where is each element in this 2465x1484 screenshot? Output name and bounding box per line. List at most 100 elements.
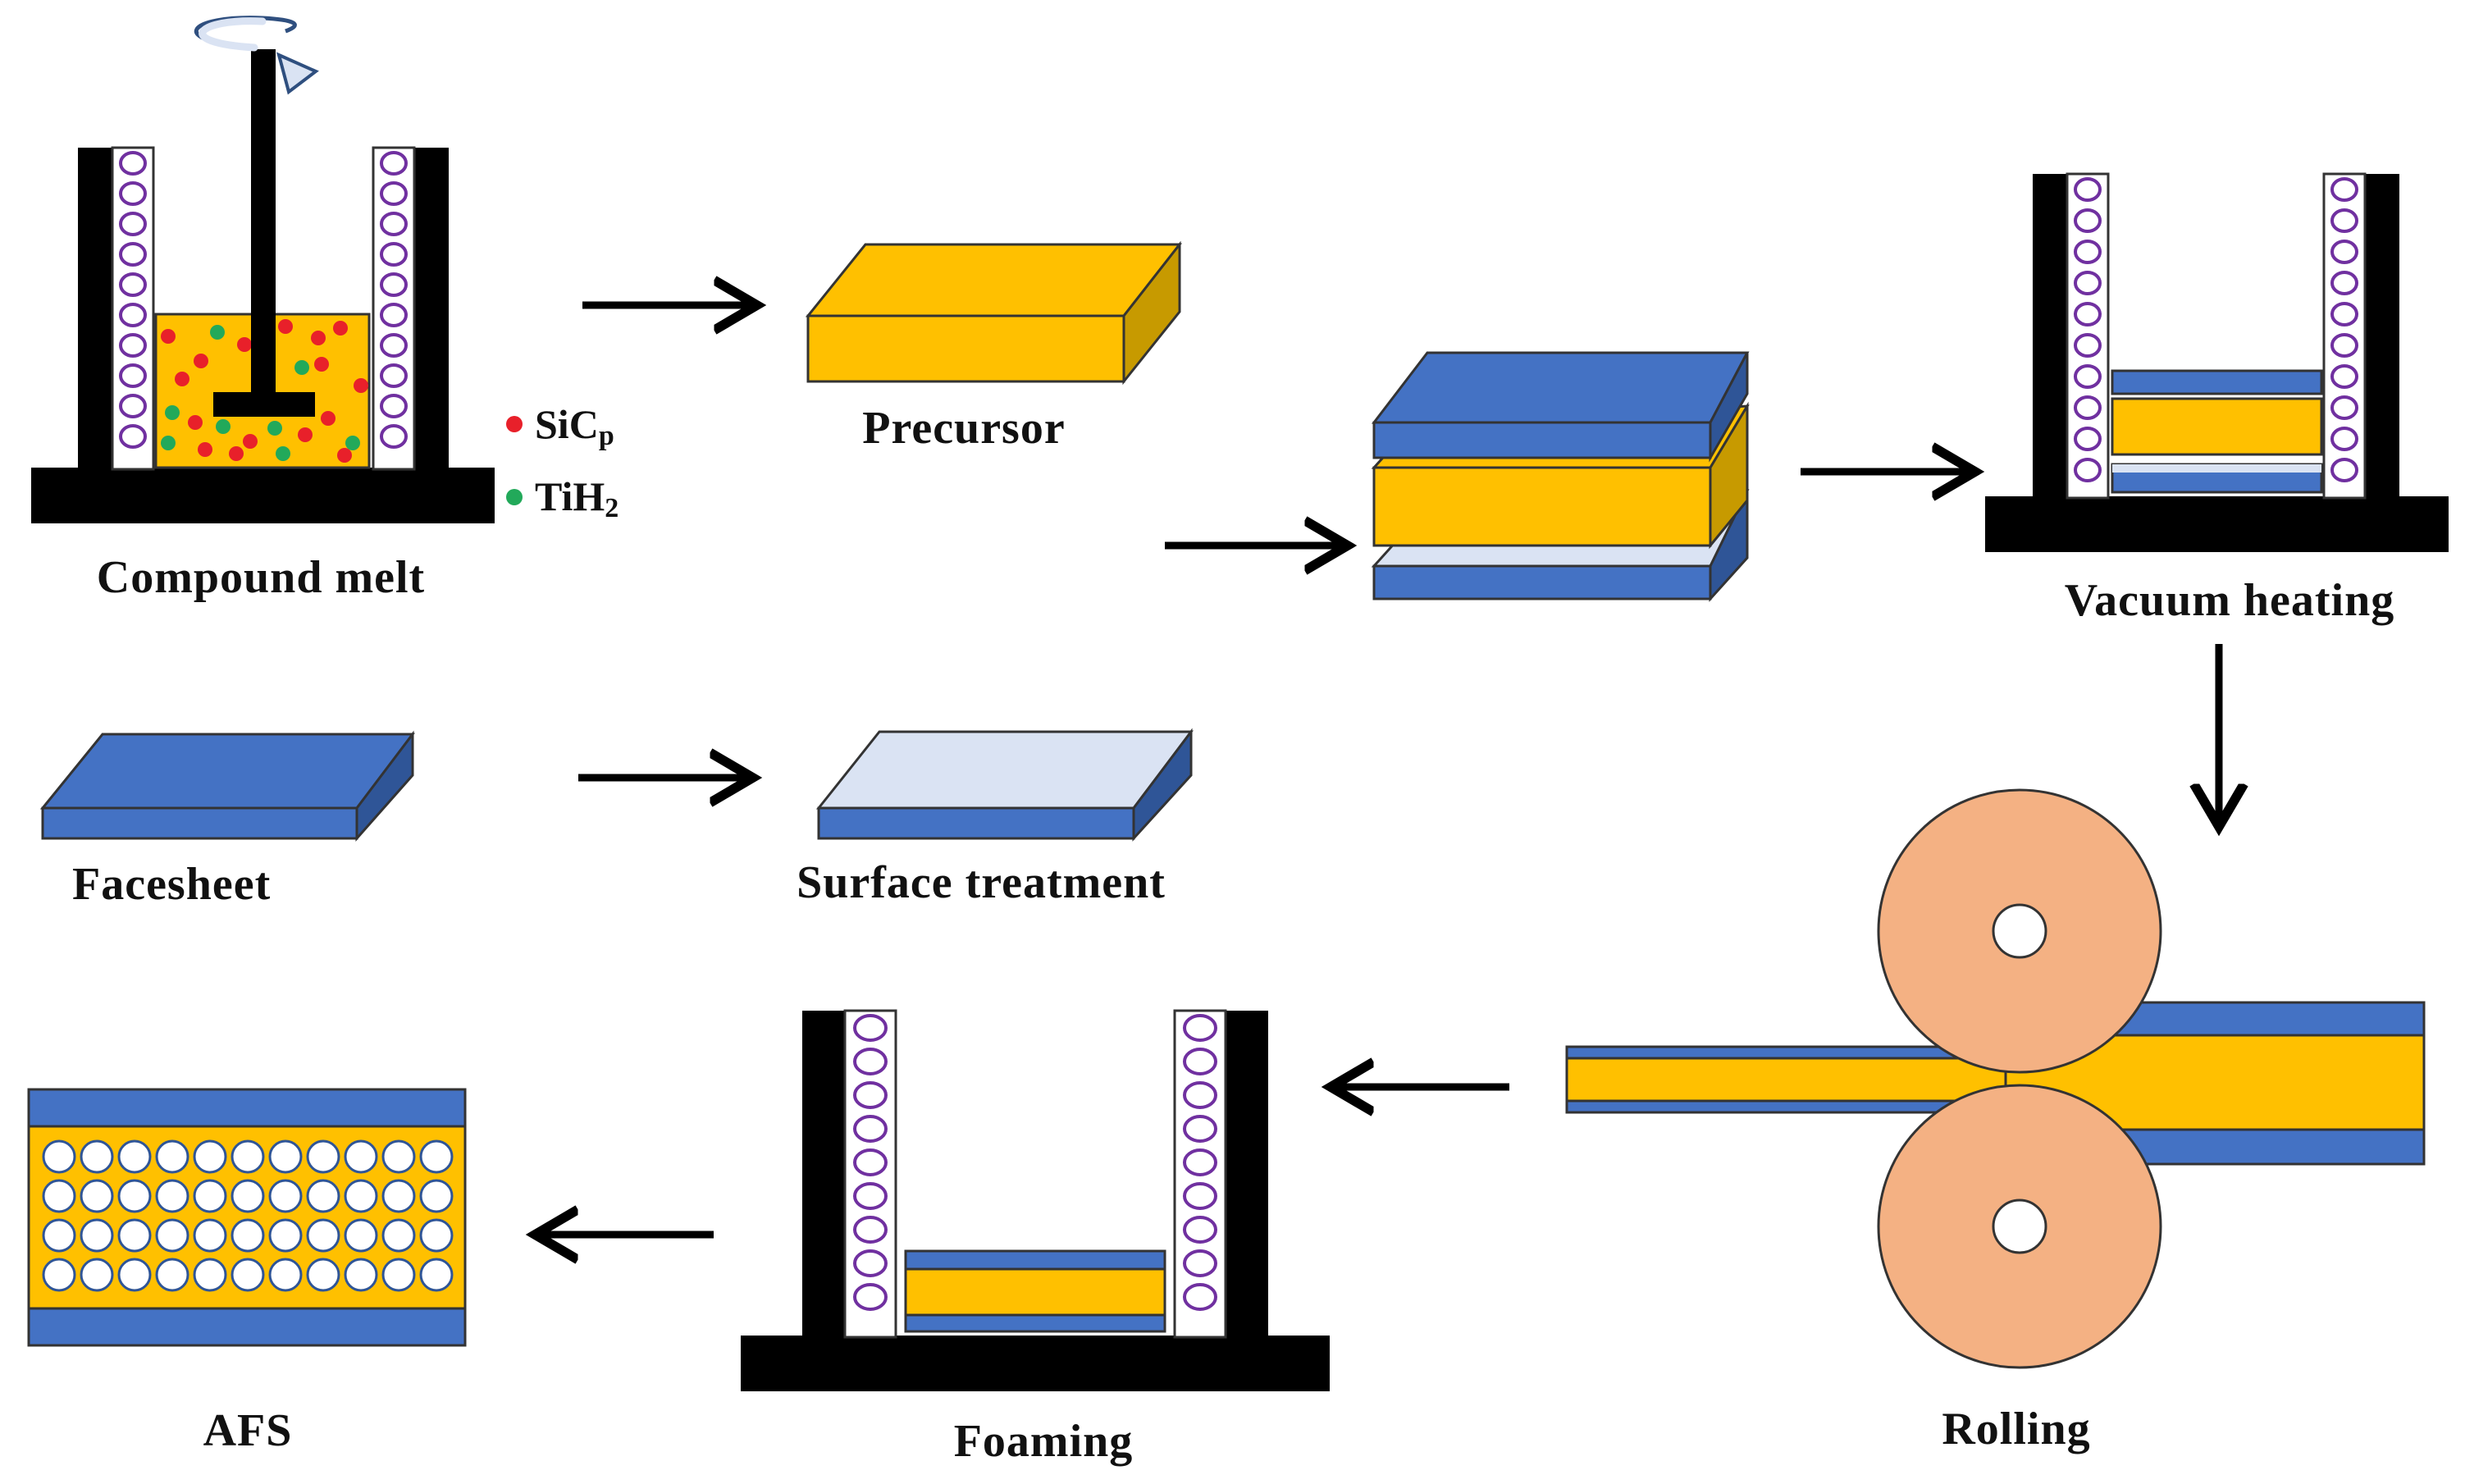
coil-loop <box>380 363 408 388</box>
pore <box>419 1179 454 1213</box>
label-foaming: Foaming <box>954 1416 1134 1467</box>
pore <box>42 1139 76 1174</box>
coil-loop <box>380 424 408 449</box>
label-facesheet: Facesheet <box>72 859 271 910</box>
pore <box>381 1218 416 1253</box>
pore <box>419 1218 454 1253</box>
afs-pores <box>42 1139 454 1292</box>
coil-loop <box>119 303 147 327</box>
stirrer-blade <box>213 392 315 417</box>
rotation-arrow-head <box>276 52 319 95</box>
sicp-particle <box>194 354 208 368</box>
pore <box>117 1179 152 1213</box>
coil-column <box>111 146 155 471</box>
furnace-base <box>31 468 495 523</box>
vacuum-heating-furnace <box>1985 172 2449 552</box>
stack-top-top <box>1371 351 1750 424</box>
stack-top-front <box>1372 421 1712 459</box>
facesheet-plate <box>39 730 416 842</box>
tih2-particle <box>210 325 225 340</box>
heating-coil-left <box>111 146 155 471</box>
pore <box>344 1218 378 1253</box>
coil-loop <box>1183 1283 1217 1311</box>
coil-loop <box>119 394 147 418</box>
assembled-stack <box>1371 351 1750 602</box>
foam-core <box>904 1267 1166 1317</box>
treated-front <box>817 806 1135 840</box>
pore <box>193 1258 227 1292</box>
coil-loop <box>2074 427 2102 451</box>
coil-loop <box>2074 364 2102 389</box>
afs-bottom-sheet <box>27 1307 467 1347</box>
legend-label-sicp: SiCp <box>535 401 614 451</box>
coil-loop <box>119 272 147 297</box>
coil-loop <box>2330 333 2358 358</box>
label-vacuum-heating: Vacuum heating <box>2065 575 2394 626</box>
tih2-particle <box>216 419 231 434</box>
pore <box>193 1179 227 1213</box>
heating-coil-left <box>2066 172 2110 500</box>
coil-loop <box>119 363 147 388</box>
tih2-particle <box>276 446 290 461</box>
lower-roller-hub <box>1992 1199 2047 1254</box>
treated-top <box>815 730 1194 810</box>
coil-loop <box>2330 458 2358 482</box>
legend: SiCp TiH2 <box>506 401 619 523</box>
sicp-particle <box>354 378 368 393</box>
afs-panel <box>27 1088 467 1347</box>
sicp-particle <box>333 321 348 336</box>
coil-loop <box>2074 177 2102 202</box>
coil-loop <box>853 1148 888 1176</box>
label-compound-melt: Compound melt <box>97 552 425 603</box>
foaming-furnace <box>741 1009 1330 1391</box>
coil-loop <box>380 303 408 327</box>
pore <box>381 1258 416 1292</box>
pore <box>268 1139 303 1174</box>
heating-coil-left <box>843 1009 897 1339</box>
coil-loop <box>119 424 147 449</box>
pore <box>268 1218 303 1253</box>
coil-loop <box>853 1182 888 1210</box>
pore <box>42 1218 76 1253</box>
furnace-wall-right <box>2365 174 2399 498</box>
coil-loop <box>853 1216 888 1244</box>
tih2-particle <box>161 436 176 450</box>
coil-column <box>372 146 416 471</box>
coil-loop <box>2074 240 2102 264</box>
heating-coil-right <box>1173 1009 1227 1339</box>
pore <box>381 1179 416 1213</box>
pore <box>419 1139 454 1174</box>
coil-loop <box>380 394 408 418</box>
coil-loop <box>380 151 408 176</box>
rolling-mill <box>1565 788 2426 1369</box>
sicp-particle <box>321 411 336 426</box>
coil-loop <box>380 181 408 206</box>
foam-bottom-sheet <box>904 1313 1166 1333</box>
coil-loop <box>2074 458 2102 482</box>
coil-loop <box>1183 1081 1217 1109</box>
sicp-particle <box>278 319 293 334</box>
legend-dot-tih2 <box>506 489 523 505</box>
pore <box>344 1258 378 1292</box>
coil-loop <box>1183 1216 1217 1244</box>
pore <box>155 1139 189 1174</box>
precursor-block <box>805 240 1183 386</box>
coil-loop <box>1183 1148 1217 1176</box>
label-rolling: Rolling <box>1942 1404 2090 1454</box>
precursor-top <box>805 243 1183 317</box>
pore <box>42 1179 76 1213</box>
coil-loop <box>2074 271 2102 295</box>
sicp-particle <box>243 434 258 449</box>
coil-loop <box>380 242 408 267</box>
furnace-base <box>741 1336 1330 1391</box>
sicp-particle <box>298 427 313 442</box>
facesheet-front <box>41 806 358 840</box>
coil-loop <box>2330 177 2358 202</box>
coil-loop <box>2330 240 2358 264</box>
coil-loop <box>119 212 147 236</box>
coil-loop <box>2330 302 2358 326</box>
coil-loop <box>1183 1048 1217 1075</box>
vh-core <box>2111 397 2323 456</box>
coil-loop <box>2330 395 2358 420</box>
